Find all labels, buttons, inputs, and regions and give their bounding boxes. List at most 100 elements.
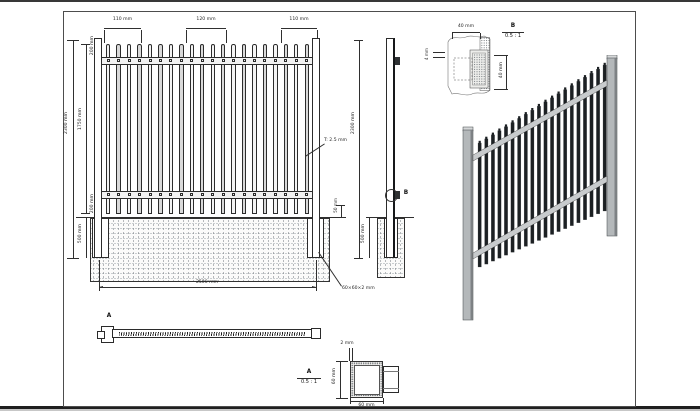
rail-bolt xyxy=(117,58,121,62)
ext-line xyxy=(226,30,227,43)
dim-line-footing-depth xyxy=(86,218,87,258)
iso-pale-array xyxy=(477,62,607,268)
post-section-inner xyxy=(353,364,380,395)
rail-bolt xyxy=(273,58,277,62)
pale xyxy=(273,44,278,214)
post-side xyxy=(386,38,395,258)
pale xyxy=(189,44,194,214)
rail-bolt xyxy=(148,58,152,62)
pale xyxy=(179,44,184,214)
callout-post-size: 60×60×2 mm xyxy=(342,286,375,291)
ext-line xyxy=(354,40,363,41)
section-a-scale: 0.5 : 1 xyxy=(301,378,317,385)
pale xyxy=(158,44,163,214)
iso-pale-tip xyxy=(557,91,560,94)
rail-bolt xyxy=(169,58,173,62)
rail-bolt xyxy=(138,192,142,196)
dim-side-footing: 500 mm xyxy=(361,224,366,244)
ext-line xyxy=(141,30,142,43)
callout-thickness: T: 2.5 mm xyxy=(324,138,348,143)
iso-pale-tip xyxy=(511,120,514,123)
rail-bolt xyxy=(294,192,298,196)
ext-line xyxy=(67,258,79,259)
rail-bolt xyxy=(200,192,204,196)
rail-bolt xyxy=(158,58,162,62)
iso-pale xyxy=(563,89,568,229)
ext-line xyxy=(336,217,345,218)
rail-bolt xyxy=(169,192,173,196)
ext-line xyxy=(383,398,384,404)
pale xyxy=(304,44,309,214)
ext-line xyxy=(336,361,348,362)
pale xyxy=(262,44,268,214)
dim-line-ground-clearance xyxy=(341,205,342,217)
iso-pale-tip xyxy=(570,83,573,86)
foundation-concrete xyxy=(90,218,330,282)
iso-pale-tip xyxy=(603,62,606,66)
rail-bolt xyxy=(294,58,298,62)
ext-line xyxy=(99,260,100,291)
ext-line xyxy=(104,30,105,43)
pale xyxy=(283,44,289,214)
post-left xyxy=(94,38,102,258)
page-top-edge xyxy=(0,0,700,2)
page-bottom-shadow xyxy=(0,409,700,411)
pale xyxy=(168,44,174,214)
rail-bolt xyxy=(263,58,267,62)
dim-pale-spacing-right: 110 mm xyxy=(289,17,309,22)
iso-pale-tip xyxy=(531,108,534,111)
rail-bolt xyxy=(117,192,121,196)
dim-line-total-height xyxy=(73,40,74,258)
rail-bolt xyxy=(190,192,194,196)
ext-line xyxy=(186,30,187,43)
dim-arrow xyxy=(312,285,316,288)
dim-line xyxy=(186,28,226,29)
dim-b-width: 40 mm xyxy=(457,24,475,29)
rail-bolt xyxy=(263,192,267,196)
rail-bolt xyxy=(211,58,215,62)
rail-bolt xyxy=(127,192,131,196)
iso-pale-tip xyxy=(590,71,593,74)
iso-rails xyxy=(472,79,608,260)
iso-pale-tip xyxy=(544,99,547,103)
dim-pale-height: 1750 mm xyxy=(77,108,83,131)
ext-line xyxy=(336,205,345,206)
iso-pale-tip xyxy=(491,132,494,135)
ext-line xyxy=(352,348,353,361)
pale xyxy=(106,44,111,214)
iso-pale-tip xyxy=(537,103,540,107)
detail-marker-b: B xyxy=(403,190,409,196)
detail-b-scale: 0.5 : 1 xyxy=(505,32,521,39)
rail-bolt xyxy=(190,58,194,62)
section-a-label: A xyxy=(306,369,312,375)
dim-a-wall: 2 mm xyxy=(340,341,354,346)
rail-bolt xyxy=(138,58,142,62)
drawing-frame xyxy=(63,11,636,407)
dim-panel-width: 2500 mm xyxy=(195,280,219,285)
ext-line xyxy=(348,348,350,361)
iso-pale-tip xyxy=(551,95,554,98)
rail-bolt xyxy=(253,58,256,62)
pale xyxy=(116,44,121,214)
rail-bolt xyxy=(148,192,152,196)
ext-line xyxy=(81,44,90,45)
hidden-bracket xyxy=(453,57,473,81)
rail-bolt xyxy=(253,192,256,196)
dim-line xyxy=(452,32,480,33)
rail-bolt xyxy=(211,192,215,196)
iso-pale-tip xyxy=(498,128,501,131)
pale xyxy=(294,44,299,214)
rail-bolt xyxy=(305,58,309,62)
rail-bolt xyxy=(232,192,236,196)
page-bottom-edge xyxy=(0,406,700,409)
bottom-rail xyxy=(96,191,320,199)
ext-line xyxy=(494,55,508,56)
rail-stub-line xyxy=(383,388,399,389)
iso-pale-tip xyxy=(518,116,521,119)
dim-arrow xyxy=(99,285,103,288)
iso-pale-tip xyxy=(564,87,567,90)
pale xyxy=(210,44,215,214)
rail-bolt xyxy=(232,58,236,62)
dim-pale-spacing-mid: 120 mm xyxy=(196,17,216,22)
dim-line-a-left xyxy=(340,361,341,398)
